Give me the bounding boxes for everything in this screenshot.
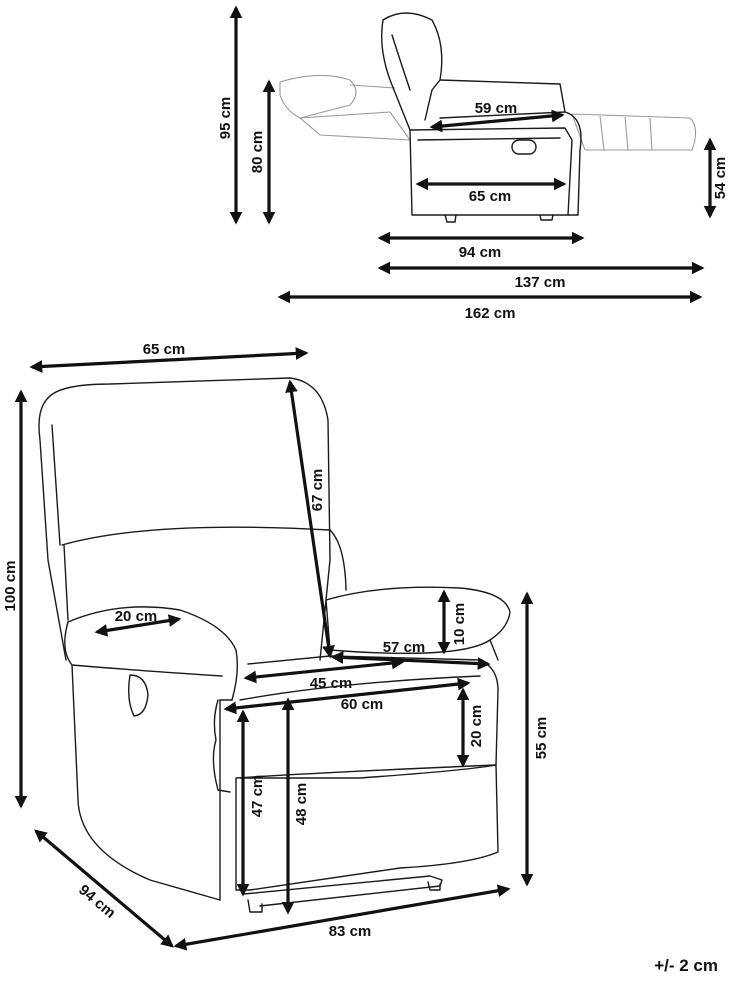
label-footrest-height: 54 cm [712,157,729,200]
dim-width [173,884,511,951]
dim-armrest-width [94,614,182,637]
label-height-total: 95 cm [217,97,234,140]
side-view-dimensions [229,5,717,304]
label-seat-height: 48 cm [293,783,310,826]
label-depth-partly: 137 cm [515,274,566,291]
label-height-back: 80 cm [249,131,266,174]
label-seat-width: 60 cm [341,696,384,713]
label-base-depth: 65 cm [469,188,512,205]
label-depth: 94 cm [75,881,119,921]
label-seat-depth: 57 cm [383,639,426,656]
label-depth-full: 162 cm [465,305,516,322]
front-view-labels: 65 cm 100 cm 67 cm 20 cm 10 cm 57 cm 45 … [2,341,550,940]
dim-backrest-height [285,379,335,659]
front-view-dimensions [14,347,534,951]
dim-total-width [29,347,309,373]
label-width: 83 cm [329,923,372,940]
label-depth-upright: 94 cm [459,244,502,261]
label-total-height: 100 cm [2,561,19,612]
side-view-labels: 95 cm 80 cm 59 cm 65 cm 54 cm 94 cm 137 … [217,97,729,322]
label-cushion-thickness: 20 cm [468,705,485,748]
label-total-width: 65 cm [143,341,186,358]
label-backrest-height: 67 cm [309,469,326,512]
dim-depth [34,829,174,948]
label-seat-width-front: 45 cm [310,675,353,692]
label-armrest-floor-height: 55 cm [533,717,550,760]
dim-seat-width [223,677,471,715]
label-seat-height-front: 47 cm [249,775,266,818]
dim-seat-depth [429,109,565,133]
dim-seat-width-front [243,656,405,684]
front-view-recliner [38,377,511,913]
label-armrest-width: 20 cm [115,608,158,625]
label-seat-depth: 59 cm [475,100,518,117]
label-armrest-height: 10 cm [451,603,468,646]
tolerance-note: +/- 2 cm [654,956,718,975]
